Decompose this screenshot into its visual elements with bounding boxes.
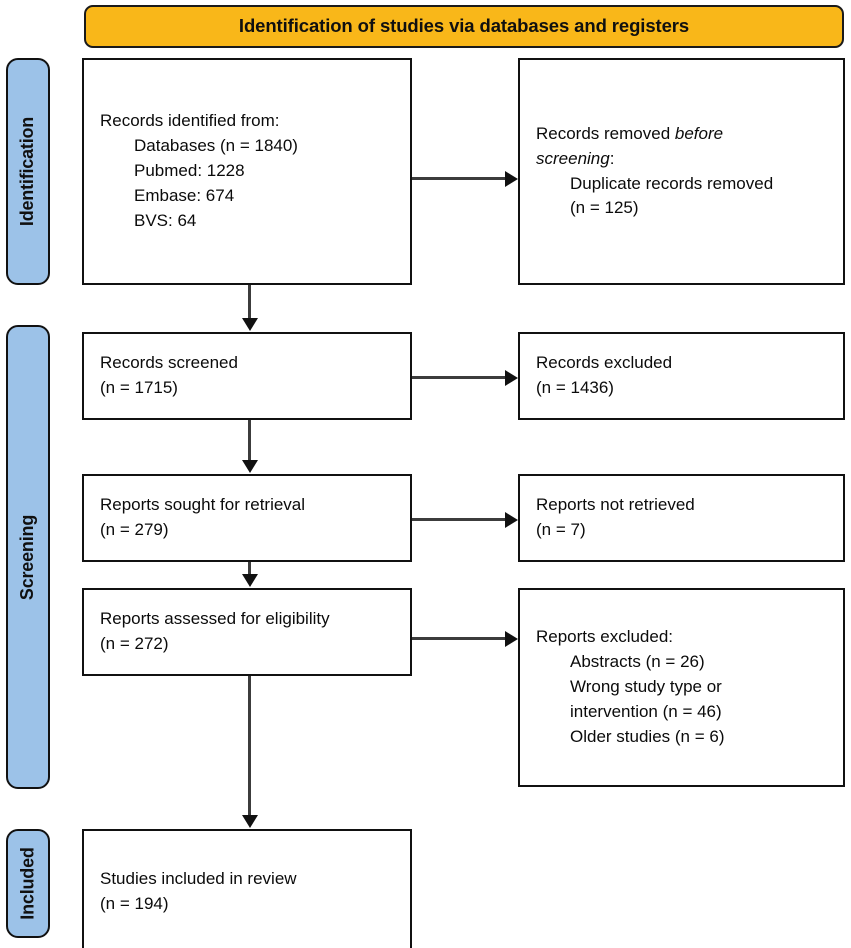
header-banner: Identification of studies via databases …: [84, 5, 844, 48]
box-line-emphasis: screening: [536, 148, 610, 168]
box-line: (n = 194): [100, 893, 169, 913]
box-line: (n = 272): [100, 634, 169, 653]
connector-line: [412, 518, 506, 521]
stage-bar-identification: Identification: [6, 58, 50, 285]
box-line: (n = 7): [536, 520, 586, 539]
box-reports-not-retrieved: Reports not retrieved (n = 7): [518, 474, 845, 562]
box-line: Reports sought for retrieval: [100, 495, 306, 515]
connector-line: [412, 376, 506, 379]
stage-label-included: Included: [17, 847, 38, 920]
stage-label-identification: Identification: [17, 116, 38, 227]
box-records-removed-before-screening: Records removed before screening: Duplic…: [518, 58, 845, 285]
box-records-excluded: Records excluded (n = 1436): [518, 332, 845, 420]
box-line: Records excluded: [536, 353, 673, 373]
box-line: Reports not retrieved: [536, 495, 695, 515]
box-line: Duplicate records removed: [570, 173, 774, 193]
box-line-text: Records removed: [536, 123, 675, 143]
box-line: (n = 279): [100, 520, 169, 539]
stage-bar-screening: Screening: [6, 325, 50, 789]
arrow-head-down-icon: [241, 460, 258, 473]
connector-line: [248, 676, 251, 816]
box-line: Databases (n = 1840): [134, 136, 298, 156]
box-reports-assessed-for-eligibility: Reports assessed for eligibility (n = 27…: [82, 588, 412, 676]
box-line: Pubmed: 1228: [134, 161, 245, 181]
box-line: (n = 1715): [100, 378, 178, 397]
box-reports-excluded: Reports excluded: Abstracts (n = 26) Wro…: [518, 588, 845, 787]
connector-line: [248, 420, 251, 461]
box-line: Embase: 674: [134, 185, 235, 205]
box-line: Records removed before: [536, 122, 827, 147]
arrow-head-right-icon: [505, 630, 518, 647]
box-line: Reports excluded:: [536, 627, 674, 647]
arrow-head-right-icon: [505, 170, 518, 187]
box-line-emphasis: before: [674, 123, 724, 143]
box-records-screened: Records screened (n = 1715): [82, 332, 412, 420]
stage-label-screening: Screening: [17, 514, 38, 600]
arrow-head-down-icon: [241, 574, 258, 587]
arrow-head-down-icon: [241, 318, 258, 331]
box-line: Reports assessed for eligibility: [100, 609, 330, 629]
box-records-identified: Records identified from: Databases (n = …: [82, 58, 412, 285]
connector-line: [248, 562, 251, 575]
arrow-head-down-icon: [241, 815, 258, 828]
connector-line: [412, 177, 506, 180]
box-line: screening:: [536, 147, 827, 172]
box-line: BVS: 64: [134, 210, 197, 230]
header-title: Identification of studies via databases …: [238, 15, 690, 37]
box-line-text: :: [609, 148, 615, 168]
box-reports-sought-for-retrieval: Reports sought for retrieval (n = 279): [82, 474, 412, 562]
stage-bar-included: Included: [6, 829, 50, 938]
connector-line: [248, 285, 251, 319]
box-line: Records identified from:: [100, 111, 280, 131]
box-line: Studies included in review: [100, 868, 297, 888]
box-line: Wrong study type or: [570, 677, 722, 697]
box-line: Records screened: [100, 353, 238, 373]
box-line: Abstracts (n = 26): [570, 652, 705, 672]
arrow-head-right-icon: [505, 369, 518, 386]
connector-line: [412, 637, 506, 640]
arrow-head-right-icon: [505, 511, 518, 528]
box-line: (n = 1436): [536, 378, 614, 397]
box-line: Older studies (n = 6): [570, 726, 725, 746]
box-line: (n = 125): [570, 198, 639, 218]
box-line: intervention (n = 46): [570, 701, 722, 721]
box-studies-included-in-review: Studies included in review (n = 194): [82, 829, 412, 948]
